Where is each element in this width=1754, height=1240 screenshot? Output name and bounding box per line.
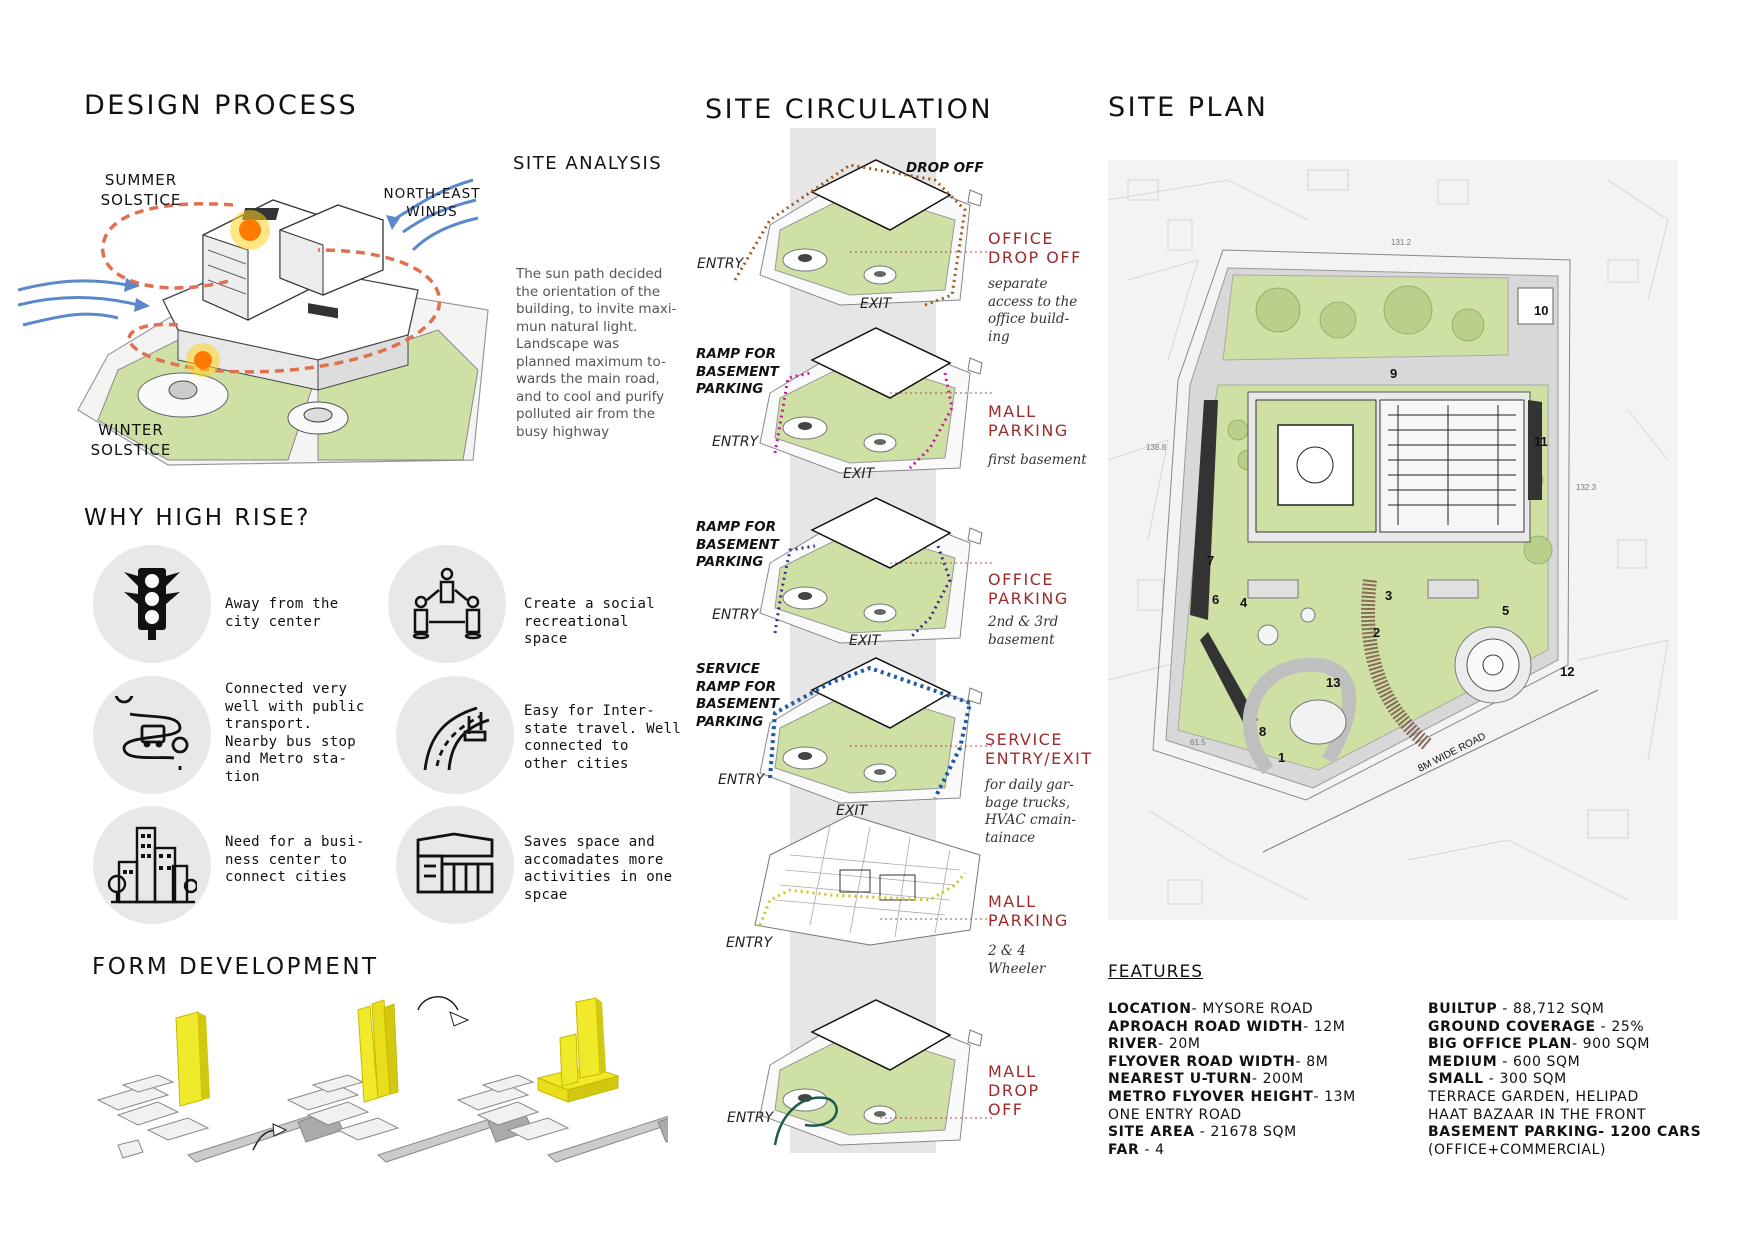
circ-5-entry-label: ENTRY <box>726 935 773 951</box>
dim-bottom-left: 61.5 <box>1190 738 1206 747</box>
site-circulation-heading: SITE CIRCULATION <box>705 94 994 125</box>
site-analysis-text: The sun path decided the orientation of … <box>516 266 677 440</box>
form-development-heading: FORM DEVELOPMENT <box>92 954 379 980</box>
right-feature-row: SMALL - 300 SQM <box>1428 1071 1567 1088</box>
circ-4-left-note: SERVICE RAMP FOR BASEMENT PARKING <box>696 661 779 730</box>
right-feature-row: BASEMENT PARKING- 1200 CARS <box>1428 1124 1702 1141</box>
plan-number-4: 4 <box>1240 595 1248 610</box>
left-feature-row: RIVER- 20M <box>1108 1036 1201 1053</box>
circ-6-title: MALL DROP OFF <box>988 1062 1040 1119</box>
bus-route-icon <box>93 676 211 794</box>
plan-number-10: 10 <box>1534 303 1549 318</box>
why-item-4-text: Easy for Inter- state travel. Well conne… <box>524 703 682 772</box>
why-item-1-text: Away from the city center <box>225 596 339 630</box>
circ-2-left-note: RAMP FOR BASEMENT PARKING <box>696 346 779 397</box>
circ-2-exit-label: EXIT <box>843 466 875 482</box>
circ-2-title: MALL PARKING <box>988 402 1069 440</box>
winter-solstice-label: WINTER SOLSTICE <box>90 421 172 459</box>
right-feature-row: HAAT BAZAAR IN THE FRONT <box>1428 1106 1647 1123</box>
right-feature-row: TERRACE GARDEN, HELIPAD <box>1428 1089 1639 1105</box>
circ-2-entry-label: ENTRY <box>712 434 759 450</box>
why-item-3-text: Connected very well with public transpor… <box>225 681 365 785</box>
compact-building-icon <box>396 806 514 924</box>
social-group-icon <box>388 545 506 663</box>
circ-5-subtitle: 2 & 4 Wheeler <box>988 943 1046 977</box>
right-feature-row: BUILTUP - 88,712 SQM <box>1428 1001 1605 1017</box>
circulation-diagrams <box>733 159 995 1146</box>
dim-right: 132.3 <box>1576 483 1597 492</box>
north-east-winds-label: NORTH-EAST WINDS <box>383 186 481 220</box>
left-feature-row: METRO FLYOVER HEIGHT- 13M <box>1108 1089 1356 1105</box>
circ-1-entry-label: ENTRY <box>697 256 744 272</box>
circ-1-exit-label: EXIT <box>860 296 892 312</box>
right-feature-row: (OFFICE+COMMERCIAL) <box>1428 1141 1607 1158</box>
plan-number-8: 8 <box>1259 724 1267 739</box>
left-feature-row: FLYOVER ROAD WIDTH- 8M <box>1108 1053 1329 1070</box>
circ-1-drop-off-note: DROP OFF <box>906 160 984 176</box>
why-item-5-text: Need for a busi- ness center to connect … <box>225 834 365 885</box>
plan-number-7: 7 <box>1207 553 1215 568</box>
circ-3-left-note: RAMP FOR BASEMENT PARKING <box>696 519 779 570</box>
dim-top: 131.2 <box>1391 238 1412 247</box>
right-feature-row: BIG OFFICE PLAN- 900 SQM <box>1428 1036 1650 1053</box>
why-item-2-text: Create a social recreational space <box>524 596 655 647</box>
circ-2-subtitle: first basement <box>988 452 1087 468</box>
circ-4-title: SERVICE ENTRY/EXIT <box>985 730 1093 768</box>
design-process-heading: DESIGN PROCESS <box>84 90 359 121</box>
plan-number-2: 2 <box>1373 625 1381 640</box>
plan-number-5: 5 <box>1502 603 1510 618</box>
highway-icon <box>396 676 514 794</box>
plan-number-13: 13 <box>1326 675 1341 690</box>
dim-left: 138.8 <box>1146 443 1167 452</box>
sun-path-axonometric-diagram <box>18 178 489 466</box>
circ-3-subtitle: 2nd & 3rd basement <box>988 614 1059 648</box>
circ-3-title: OFFICE PARKING <box>988 570 1069 608</box>
circ-3-exit-label: EXIT <box>849 633 881 649</box>
summer-solstice-label: SUMMER SOLSTICE <box>100 171 182 209</box>
left-feature-row: SITE AREA - 21678 SQM <box>1108 1124 1297 1141</box>
circ-4-subtitle: for daily gar- bage trucks, HVAC cmain- … <box>985 777 1076 846</box>
circ-4-exit-label: EXIT <box>836 803 868 819</box>
plan-number-6: 6 <box>1212 592 1220 607</box>
left-feature-row: NEAREST U-TURN- 200M <box>1108 1071 1304 1088</box>
traffic-light-icon <box>93 545 211 663</box>
why-item-6-text: Saves space and accomadates more activit… <box>524 834 673 903</box>
site-plan-drawing: 131.2 138.8 132.3 61.5 8M WIDE ROAD <box>1108 160 1678 920</box>
plan-number-12: 12 <box>1560 664 1575 679</box>
plan-number-11: 11 <box>1534 434 1548 449</box>
form-development-diagram <box>96 996 668 1163</box>
plan-number-1: 1 <box>1278 750 1286 765</box>
left-feature-row: FAR - 4 <box>1108 1141 1165 1158</box>
features-heading: FEATURES <box>1108 962 1204 982</box>
city-buildings-icon <box>93 806 211 924</box>
circ-5-title: MALL PARKING <box>988 892 1069 930</box>
circ-4-entry-label: ENTRY <box>718 772 765 788</box>
left-feature-row: APROACH ROAD WIDTH- 12M <box>1108 1018 1346 1035</box>
right-feature-row: GROUND COVERAGE - 25% <box>1428 1018 1645 1035</box>
plan-number-3: 3 <box>1385 588 1393 603</box>
plan-number-9: 9 <box>1390 366 1398 381</box>
left-feature-row: ONE ENTRY ROAD <box>1108 1106 1242 1123</box>
why-high-rise-heading: WHY HIGH RISE? <box>84 505 312 531</box>
circ-1-title: OFFICE DROP OFF <box>988 229 1082 267</box>
circ-6-entry-label: ENTRY <box>727 1110 774 1126</box>
left-feature-row: LOCATION- MYSORE ROAD <box>1108 1001 1314 1017</box>
circ-3-entry-label: ENTRY <box>712 607 759 623</box>
circ-1-subtitle: separate access to the office build- ing <box>988 276 1078 345</box>
site-analysis-heading: SITE ANALYSIS <box>513 153 663 174</box>
site-plan-heading: SITE PLAN <box>1108 92 1269 123</box>
right-feature-row: MEDIUM - 600 SQM <box>1428 1053 1581 1070</box>
